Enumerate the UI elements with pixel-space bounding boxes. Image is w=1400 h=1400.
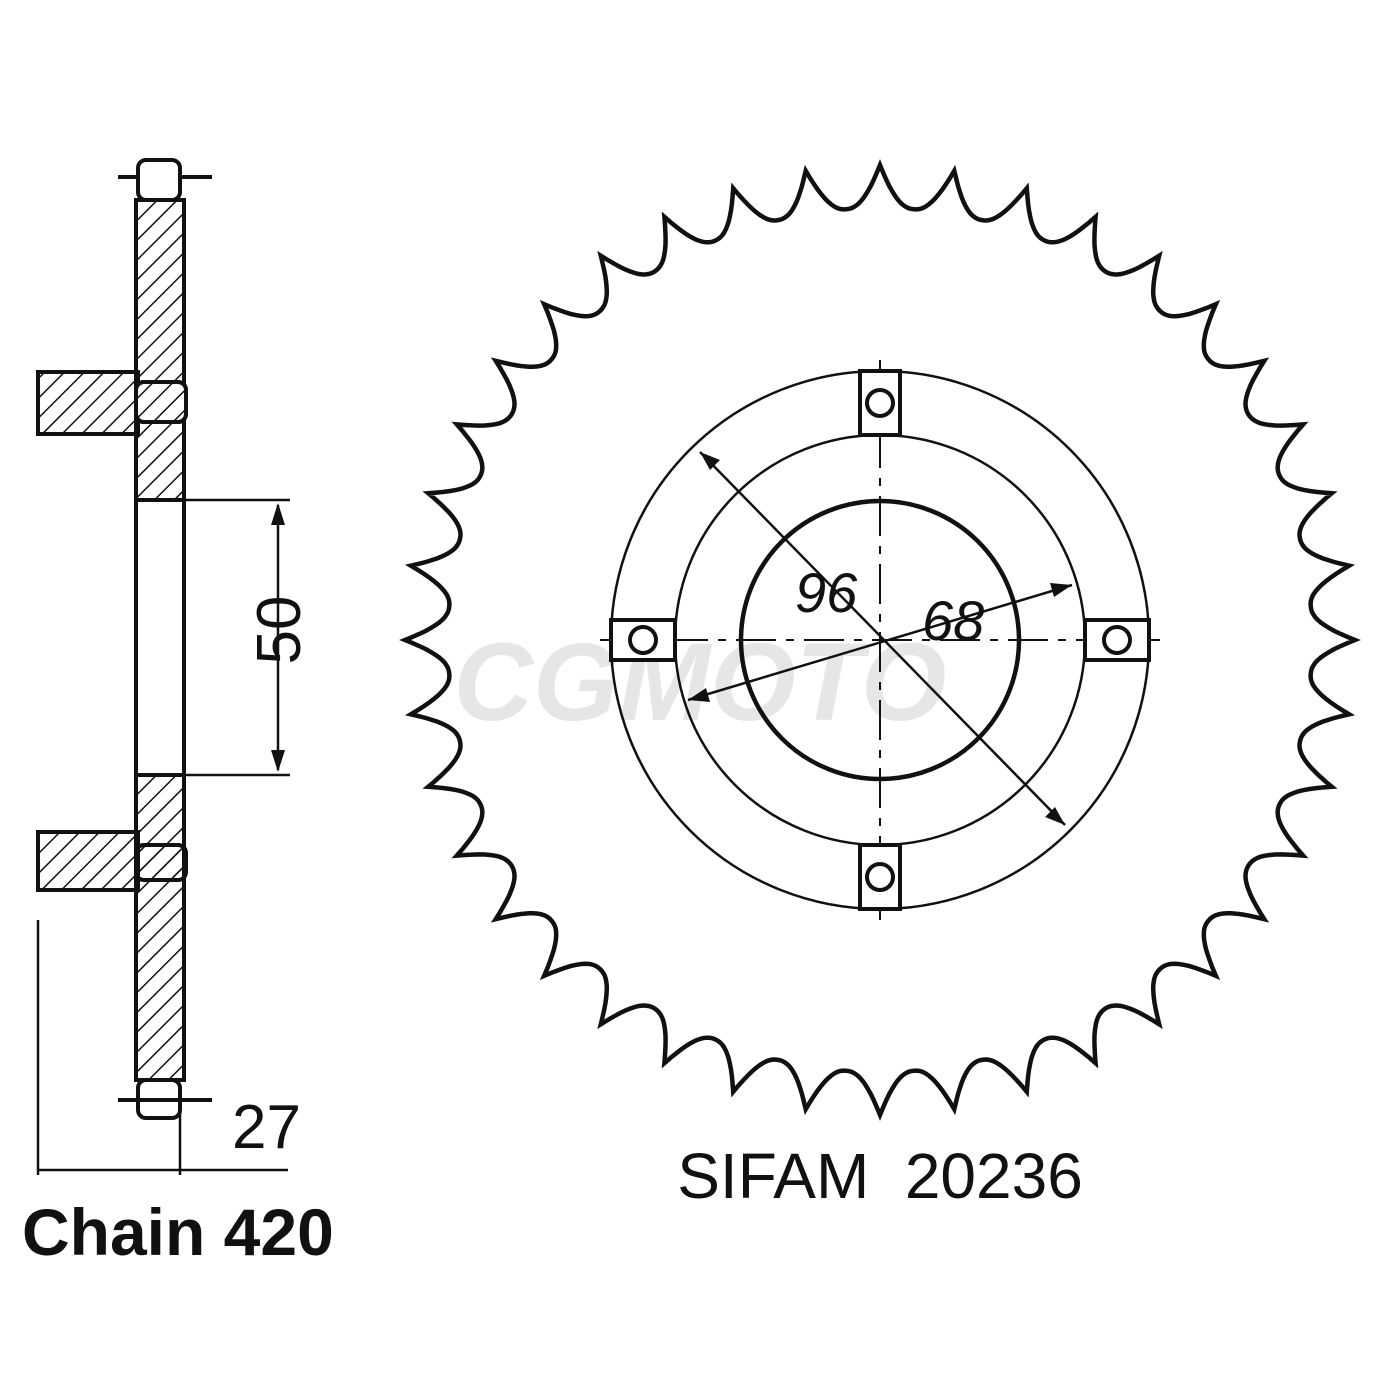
- watermark: CGMOTO: [454, 621, 947, 744]
- front-view: [399, 159, 1361, 1121]
- boss-lower: [36, 830, 140, 892]
- plate-section-upper: [134, 198, 186, 502]
- center-bore-section: [134, 498, 186, 777]
- side-view: [36, 158, 290, 1175]
- bolt-hole: [865, 388, 895, 418]
- top-tooth-profile: [136, 158, 182, 202]
- thickness-dimension-label: 27: [232, 1093, 301, 1162]
- bolt-hole-tab: [858, 843, 902, 911]
- bore-dimension-label: 50: [245, 596, 314, 665]
- center-bore-dimension-label: 68: [922, 589, 984, 652]
- bolt-hole-tab: [1083, 618, 1151, 662]
- plate-section-lower: [134, 773, 186, 1082]
- bolt-hole: [1102, 625, 1132, 655]
- bolt-hole: [865, 862, 895, 892]
- bolt-lower: [134, 843, 188, 882]
- bolt-hole: [628, 625, 658, 655]
- bore-dimension-line-front: [687, 583, 1073, 702]
- sprocket-teeth-outline: [399, 159, 1361, 1121]
- bolt-circle-dimension-line: [699, 451, 1066, 826]
- chain-label: Chain 420: [22, 1195, 334, 1269]
- part-number-label: SIFAM 20236: [677, 1140, 1083, 1212]
- bolt-hole-tab: [858, 369, 902, 437]
- boss-upper: [36, 370, 140, 436]
- bolt-hole-tab: [609, 618, 677, 662]
- bolt-circle-dimension-label: 96: [795, 561, 858, 624]
